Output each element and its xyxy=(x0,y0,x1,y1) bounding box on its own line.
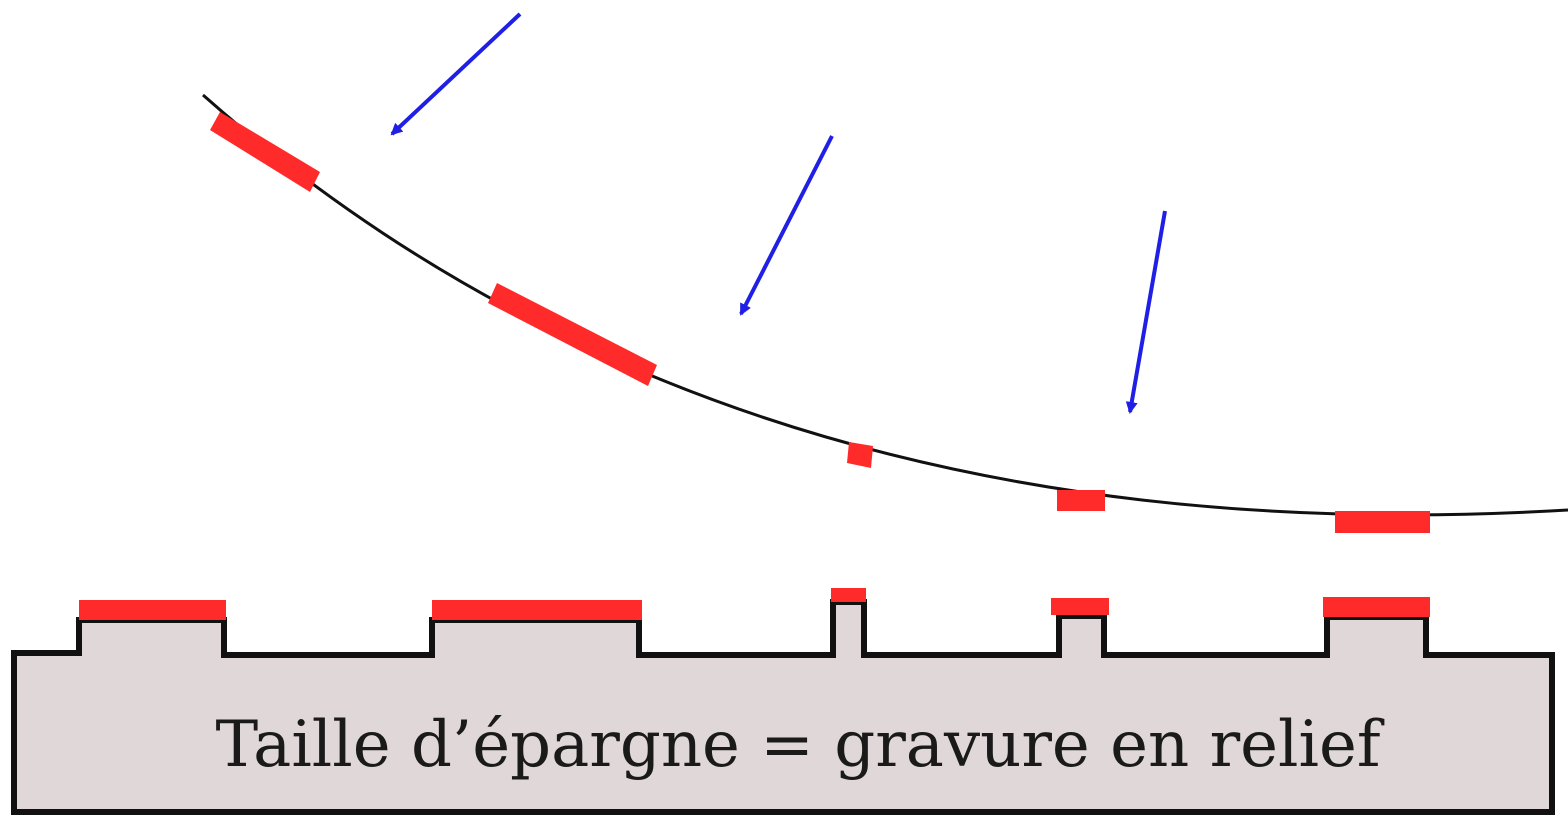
relief-block-outline xyxy=(11,599,1555,815)
block-ink-layer-1 xyxy=(79,600,226,620)
arrow-down-left-icon xyxy=(739,135,834,316)
arrow-down-left-icon xyxy=(1125,210,1167,414)
block-ink-layer-3 xyxy=(831,588,866,602)
transferred-ink-patch-3 xyxy=(847,442,873,468)
transferred-ink-patch-1 xyxy=(210,112,320,192)
pressure-arrows xyxy=(390,12,1167,414)
relief-block: Taille d’épargne = gravure en relief xyxy=(11,588,1555,815)
block-ink-layer-2 xyxy=(432,600,642,620)
block-ink-layer-5 xyxy=(1323,597,1430,617)
block-ink-layer-4 xyxy=(1051,598,1109,615)
paper-sheet-line xyxy=(202,93,1568,517)
arrow-down-left-icon xyxy=(390,12,522,136)
block-caption: Taille d’épargne = gravure en relief xyxy=(215,708,1384,782)
transferred-ink-patch-5 xyxy=(1335,511,1430,533)
paper-sheet xyxy=(202,93,1568,533)
transferred-ink-patch-4 xyxy=(1057,490,1105,511)
transferred-ink-patch-2 xyxy=(488,283,657,386)
